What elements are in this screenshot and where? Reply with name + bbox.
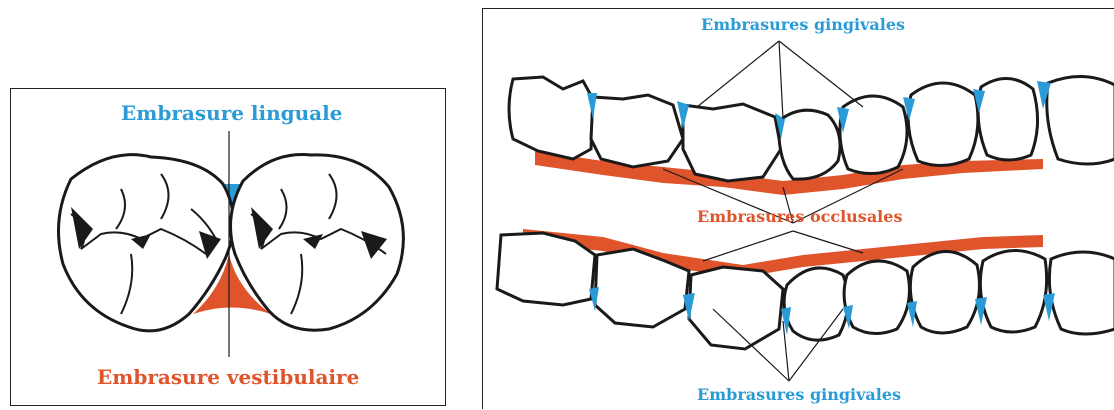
- upper-gingival-embrasures-label: Embrasures gingivales: [701, 15, 905, 34]
- lower-tooth: [844, 261, 909, 334]
- upper-tooth: [1047, 76, 1114, 164]
- occlusal-embrasures-label: Embrasures occlusales: [697, 207, 902, 226]
- left-panel-molars: Embrasure linguale Embrasure vestibulair…: [10, 88, 446, 406]
- lower-tooth: [1049, 252, 1114, 334]
- upper-tooth: [908, 83, 978, 166]
- right-panel-dental-arches: Embrasures gingivales Embrasures occlusa…: [482, 8, 1114, 409]
- upper-tooth: [509, 77, 593, 159]
- upper-tooth: [840, 96, 907, 174]
- molar-pair-diagram: [11, 89, 447, 407]
- upper-tooth: [779, 110, 840, 179]
- lower-gingival-embrasures-label: Embrasures gingivales: [697, 385, 901, 404]
- lower-tooth: [689, 267, 783, 349]
- upper-tooth: [683, 104, 781, 181]
- lower-tooth: [980, 250, 1046, 332]
- lower-tooth: [497, 233, 595, 305]
- upper-tooth: [978, 78, 1037, 160]
- upper-tooth: [591, 95, 683, 167]
- lower-tooth: [784, 268, 848, 340]
- lower-tooth: [910, 251, 979, 333]
- lingual-embrasure-label: Embrasure linguale: [121, 101, 342, 125]
- vestibular-embrasure-label: Embrasure vestibulaire: [97, 365, 359, 389]
